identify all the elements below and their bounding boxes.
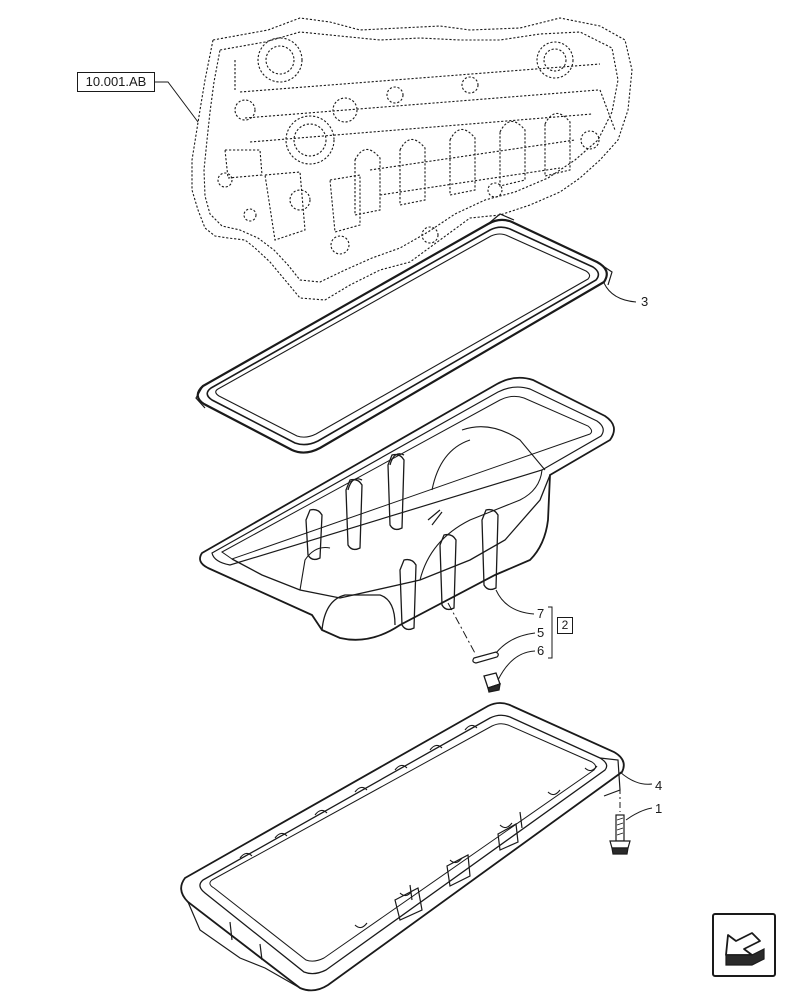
oil-pan-gasket (195, 213, 613, 454)
oil-pan-frame (180, 702, 625, 992)
callout-label-5: 5 (537, 625, 544, 640)
callout-group-7-5-6 (495, 589, 553, 681)
drain-centerline (447, 602, 477, 656)
kit-number-badge: 2 (557, 617, 573, 634)
engine-block-phantom (191, 17, 633, 301)
drain-plug (483, 672, 501, 693)
oil-pan (199, 376, 615, 641)
sealing-washer (472, 651, 499, 664)
callout-4: 4 (619, 771, 662, 793)
callout-label-3: 3 (641, 294, 648, 309)
return-arrow-icon (725, 932, 765, 966)
return-navigation-button[interactable] (712, 913, 776, 977)
callout-3: 3 (603, 282, 648, 309)
callout-label-1: 1 (655, 801, 662, 816)
callout-1: 1 (625, 801, 662, 821)
reference-leader (153, 81, 199, 123)
reference-section-link[interactable]: 10.001.AB (77, 72, 155, 92)
callout-label-4: 4 (655, 778, 662, 793)
callout-label-6: 6 (537, 643, 544, 658)
flange-bolt (609, 814, 631, 855)
callout-label-7: 7 (537, 606, 544, 621)
